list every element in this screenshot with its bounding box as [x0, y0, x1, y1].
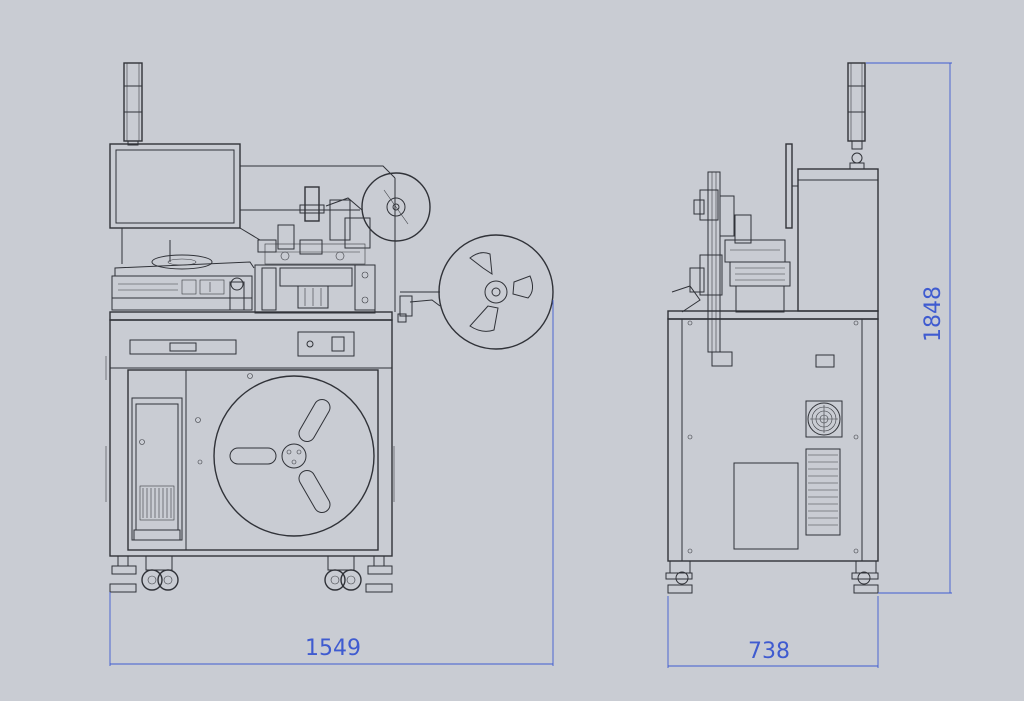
height-dimension — [866, 62, 952, 594]
signal-tower-side — [847, 62, 866, 170]
upper-housing-side — [797, 168, 879, 312]
depth-dimension-label: 738 — [748, 639, 790, 664]
monitor-side — [785, 143, 798, 229]
vent-grille-side — [805, 448, 841, 536]
feet-front — [109, 555, 393, 593]
take-up-reel — [213, 375, 375, 537]
placement-head — [229, 186, 376, 314]
vent-grille-front — [142, 488, 172, 518]
feeder-table — [111, 254, 255, 311]
side-view — [665, 62, 952, 668]
base-cabinet-side — [667, 310, 879, 562]
monitor-front — [109, 143, 241, 264]
front-view — [105, 62, 554, 666]
feet-side — [665, 560, 879, 594]
mechanism-side — [671, 171, 791, 367]
upper-frame — [239, 165, 396, 312]
cooling-fan — [805, 400, 843, 438]
base-cabinet-front — [105, 311, 395, 557]
height-dimension-label: 1848 — [921, 286, 946, 342]
depth-dimension — [667, 596, 879, 668]
signal-tower-front — [123, 62, 143, 146]
large-reel-front — [397, 234, 554, 350]
width-dimension-label: 1549 — [305, 636, 361, 661]
width-dimension — [109, 300, 554, 666]
small-reel-front — [361, 172, 431, 242]
